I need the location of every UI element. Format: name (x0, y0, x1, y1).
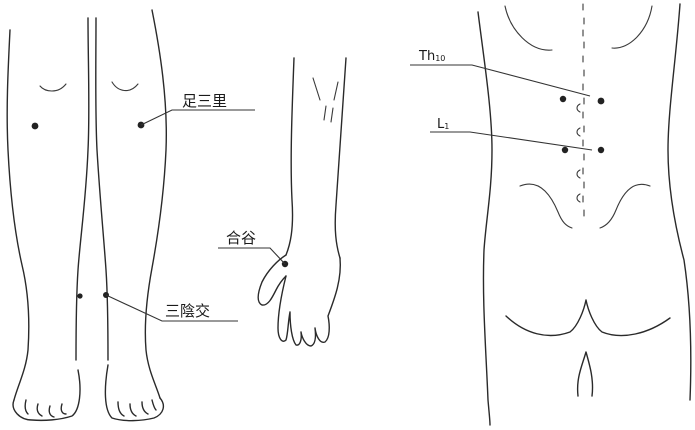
right-kneecap (112, 82, 138, 91)
back-right-outline (668, 4, 691, 400)
sanyinjiao-left-point (77, 293, 82, 298)
l1-right-point (598, 147, 604, 153)
left-kneecap (40, 84, 66, 91)
l1-label: L1 (437, 117, 449, 132)
th10-leader-line (410, 65, 590, 96)
hegu-label: 合谷 (226, 229, 256, 247)
hegu-leader-line (218, 248, 285, 264)
zusanli-leader-line (141, 110, 255, 125)
right-scapula (612, 6, 652, 48)
spine (577, 4, 584, 216)
l1-left-point (562, 147, 568, 153)
back-figure: Th10 L1 (410, 4, 691, 425)
sanyinjiao-label: 三陰交 (165, 302, 210, 320)
th10-right-point (598, 98, 605, 105)
left-lumbar-fold (520, 184, 572, 228)
left-scapula (505, 6, 552, 50)
left-leg-inner-outline (76, 18, 89, 360)
elbow-crease (313, 78, 338, 122)
th10-left-point (560, 96, 566, 102)
leg-split (578, 352, 593, 396)
back-left-outline (478, 12, 492, 425)
buttocks (506, 300, 670, 336)
zusanli-left-point (32, 123, 39, 130)
left-leg-outline (7, 30, 29, 400)
right-leg-inner-outline (96, 18, 108, 360)
right-lumbar-fold (600, 184, 650, 228)
hand (278, 258, 340, 346)
l1-leader-line (430, 132, 592, 150)
right-foot (105, 365, 163, 421)
left-foot (13, 370, 80, 420)
legs-figure: 足三里 三陰交 (7, 10, 255, 421)
right-leg-outline (145, 10, 166, 398)
th10-label: Th10 (418, 49, 445, 64)
zusanli-label: 足三里 (182, 92, 227, 110)
arm-figure: 合谷 (218, 58, 346, 346)
arm-outer-outline (286, 58, 294, 255)
